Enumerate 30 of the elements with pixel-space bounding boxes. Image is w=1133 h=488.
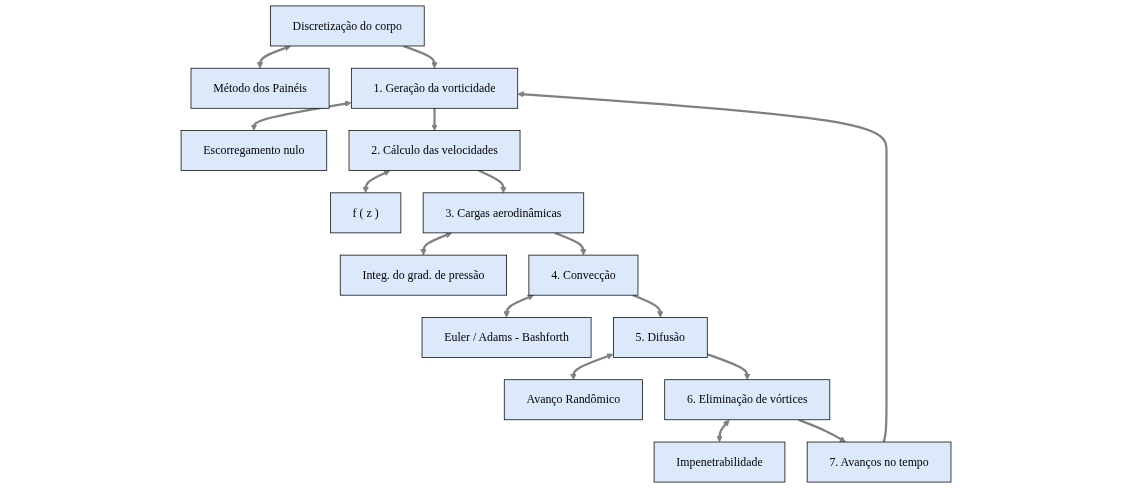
arrow: [403, 44, 439, 69]
arrow: [517, 91, 889, 443]
node-box: 7. Avanços no tempo: [807, 441, 952, 483]
node-box: 1. Geração da vorticidade: [351, 67, 519, 109]
arrow: [431, 108, 439, 131]
arrow: [632, 294, 665, 318]
arrow: [251, 100, 352, 131]
arrow: [554, 231, 588, 256]
arrow: [503, 294, 535, 318]
node-box: Integ. do grad. de pressão: [340, 254, 508, 296]
arrow: [257, 45, 292, 69]
arrow: [716, 419, 730, 443]
node-box: 6. Eliminação de vórtices: [664, 379, 831, 421]
arrow: [478, 169, 508, 194]
node-box: Discretização do corpo: [270, 5, 426, 47]
node-box: 2. Cálculo das velocidades: [349, 130, 521, 171]
node-box: Método dos Painéis: [191, 67, 330, 109]
node-box: 4. Convecção: [529, 254, 639, 296]
node-box: Euler / Adams - Bashforth: [422, 317, 592, 358]
node-box: Avanço Randômico: [504, 379, 644, 421]
node-box: f ( z ): [330, 192, 402, 234]
node-box: Escorregamento nulo: [181, 130, 328, 171]
arrow: [570, 353, 614, 380]
arrow: [798, 418, 847, 443]
node-box: Impenetrabilidade: [654, 441, 786, 483]
node-box: 5. Difusão: [613, 317, 709, 358]
arrow: [707, 353, 751, 380]
node-box: 3. Cargas aerodinâmicas: [423, 192, 585, 234]
arrow: [420, 232, 453, 256]
arrow: [362, 170, 391, 194]
